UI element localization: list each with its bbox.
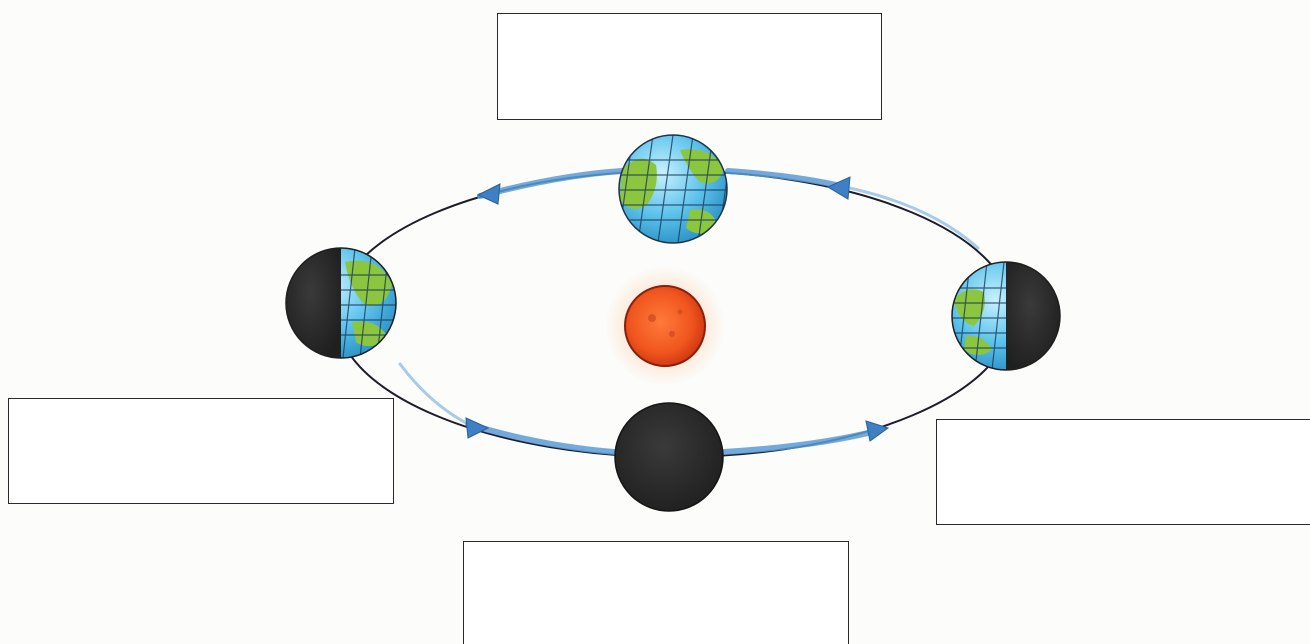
label-box-top[interactable] [497,13,882,120]
arrow-bottom-left [466,418,488,438]
label-box-right[interactable] [936,419,1310,525]
arrow-top-right [828,177,850,199]
sun [605,266,725,386]
label-box-bottom[interactable] [463,541,849,644]
earth-bottom [615,403,723,511]
earth-top [618,135,733,243]
earth-left [286,248,396,358]
arrow-top-left [478,184,500,204]
earth-right [952,262,1060,370]
arrow-bottom-right [866,421,888,441]
label-box-left[interactable] [8,398,394,504]
